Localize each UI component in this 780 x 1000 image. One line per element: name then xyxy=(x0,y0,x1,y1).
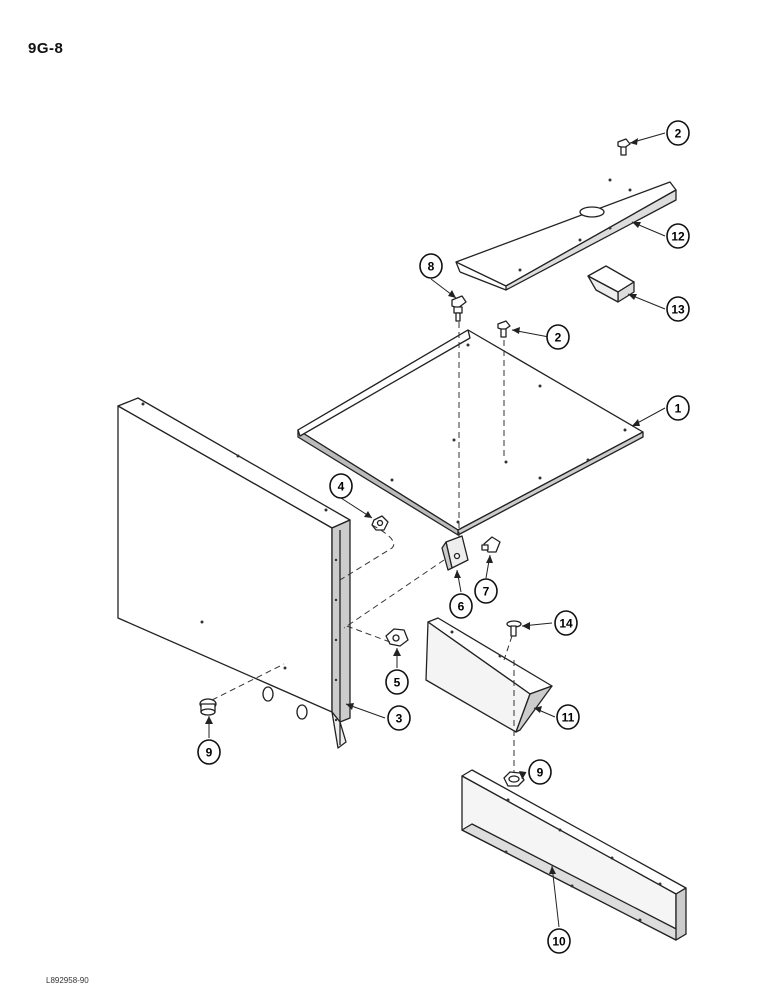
plate-hole xyxy=(579,206,605,218)
callout-c2a: 2 xyxy=(666,120,690,146)
part-13-bracket xyxy=(587,265,635,303)
callout-c12: 12 xyxy=(666,223,690,249)
callout-c2b: 2 xyxy=(546,324,570,350)
callout-label: 2 xyxy=(555,331,562,345)
callout-c3: 3 xyxy=(387,705,411,731)
assembly-lines xyxy=(211,322,515,772)
callout-label: 6 xyxy=(458,600,465,614)
part-6-angle-bracket xyxy=(441,535,469,571)
part-11-deflector xyxy=(425,617,553,733)
callout-label: 10 xyxy=(552,935,566,949)
callout-label: 4 xyxy=(338,480,345,494)
part-3-side-panel xyxy=(117,397,351,749)
callout-label: 12 xyxy=(671,230,685,244)
callout-label: 1 xyxy=(675,402,682,416)
part-9-plug-left xyxy=(199,698,217,716)
callout-c9a: 9 xyxy=(197,739,221,765)
part-2-screw-top xyxy=(617,138,631,156)
callout-label: 3 xyxy=(396,712,403,726)
page-number: 9G-8 xyxy=(28,40,64,57)
part-14-screw xyxy=(506,620,522,637)
part-2-screw-mid xyxy=(497,320,511,338)
callout-c13: 13 xyxy=(666,296,690,322)
callout-c10: 10 xyxy=(547,928,571,954)
callout-label: 11 xyxy=(562,711,575,725)
callout-c6: 6 xyxy=(449,593,473,619)
callout-c4: 4 xyxy=(329,473,353,499)
callout-label: 7 xyxy=(483,585,490,599)
figure-code: L892958-90 xyxy=(46,976,89,985)
callout-label: 8 xyxy=(428,260,435,274)
callout-c7: 7 xyxy=(474,578,498,604)
part-7-screw xyxy=(481,536,501,553)
part-5-nut xyxy=(385,628,409,647)
callout-c9b: 9 xyxy=(528,759,552,785)
part-9-plug-bottom xyxy=(503,771,525,787)
callout-label: 5 xyxy=(394,676,401,690)
callout-c5: 5 xyxy=(385,669,409,695)
part-8-bolt xyxy=(451,295,467,322)
callout-label: 14 xyxy=(559,617,573,631)
part-12-plate xyxy=(455,178,677,291)
part-10-channel xyxy=(461,769,687,941)
part-1-floor-plate xyxy=(297,329,644,536)
callout-c8: 8 xyxy=(419,253,443,279)
part-4-nut xyxy=(371,515,389,531)
callout-c14: 14 xyxy=(554,610,578,636)
callout-c11: 11 xyxy=(556,704,580,730)
callout-label: 13 xyxy=(671,303,685,317)
callout-c1: 1 xyxy=(666,395,690,421)
callout-label: 9 xyxy=(206,746,213,760)
callout-label: 2 xyxy=(675,127,682,141)
callout-label: 9 xyxy=(537,766,544,780)
leader-arrowheads xyxy=(205,138,641,874)
